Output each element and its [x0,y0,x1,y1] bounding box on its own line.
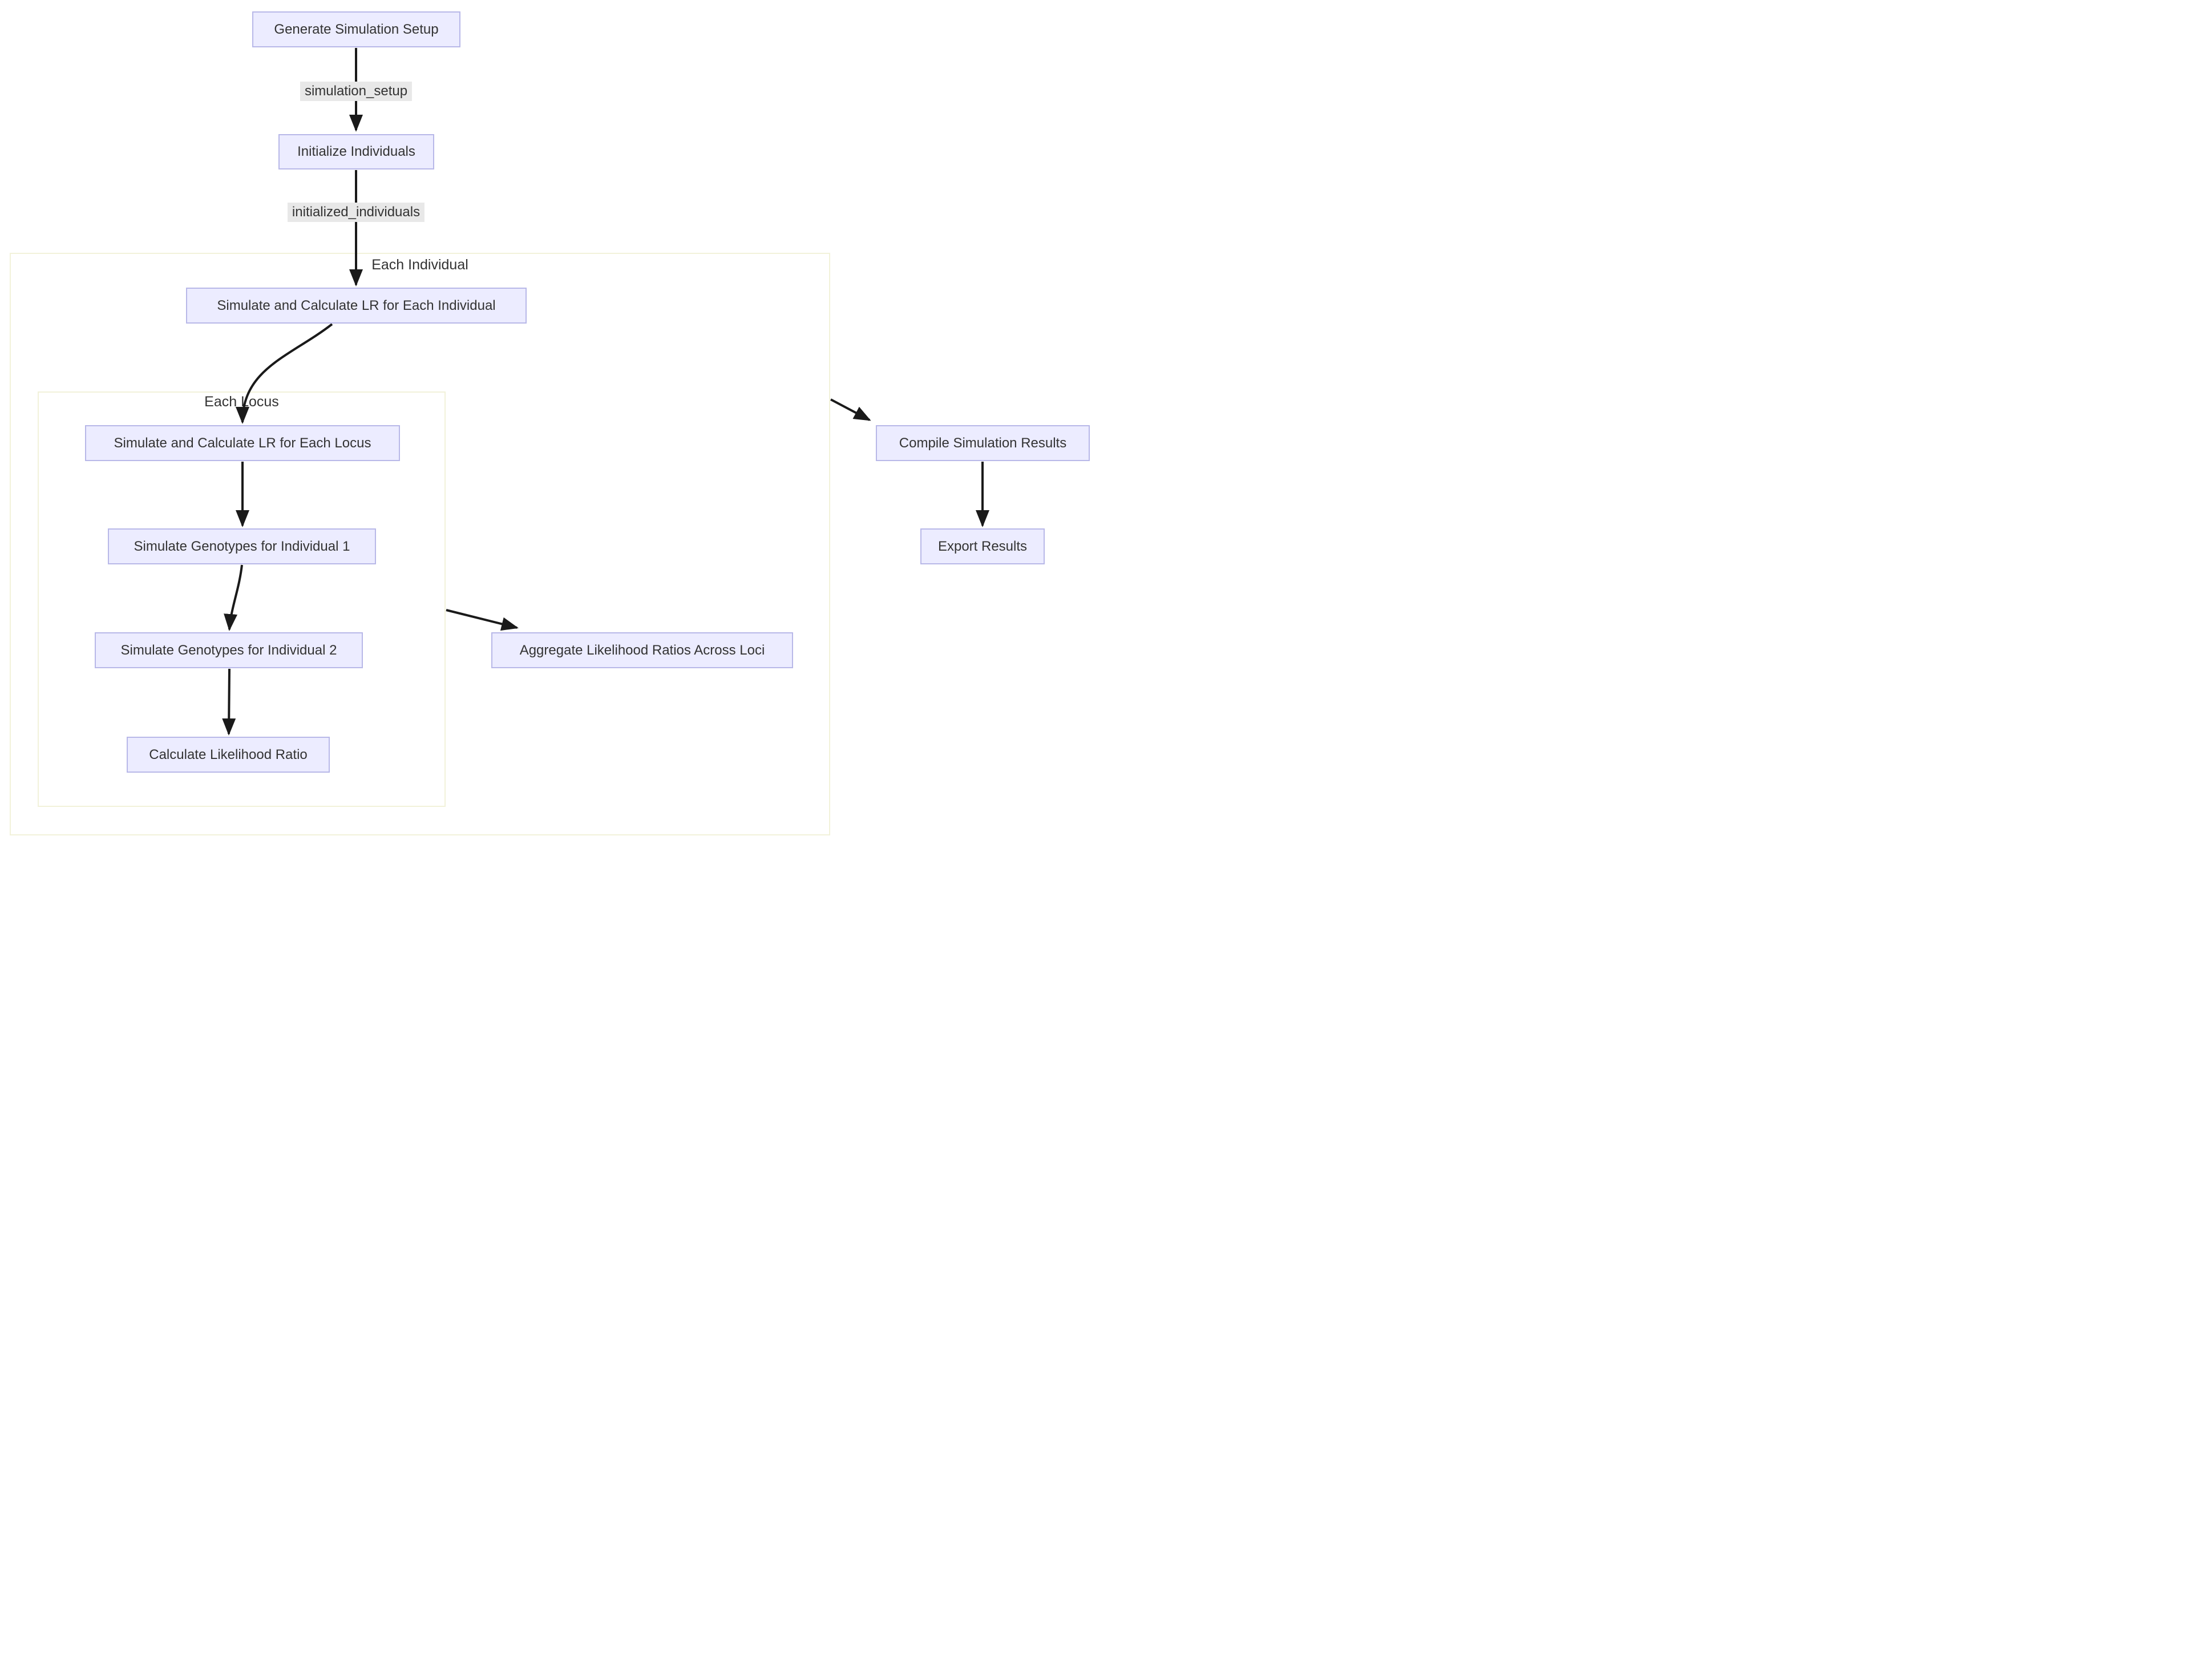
node-simulate-genotypes-individual-2: Simulate Genotypes for Individual 2 [95,632,363,668]
edge-label-initialized-individuals: initialized_individuals [287,203,425,222]
node-aggregate-likelihood-ratios: Aggregate Likelihood Ratios Across Loci [491,632,793,668]
edge-each-individual-to-compile [830,398,871,421]
node-generate-simulation-setup: Generate Simulation Setup [252,11,460,47]
flowchart-canvas: Each Individual Each Locus simulation_se… [0,0,1096,840]
node-initialize-individuals: Initialize Individuals [278,134,434,169]
node-calculate-likelihood-ratio: Calculate Likelihood Ratio [127,737,330,773]
edge-label-simulation-setup: simulation_setup [300,82,413,101]
cluster-title-each-locus: Each Locus [204,394,279,410]
cluster-each-individual [10,253,830,835]
node-simulate-genotypes-individual-1: Simulate Genotypes for Individual 1 [108,528,376,564]
node-sim-calc-lr-each-locus: Simulate and Calculate LR for Each Locus [85,425,400,461]
cluster-title-each-individual: Each Individual [371,257,468,273]
node-export-results: Export Results [920,528,1045,564]
node-sim-calc-lr-each-individual: Simulate and Calculate LR for Each Indiv… [186,288,527,324]
node-compile-simulation-results: Compile Simulation Results [876,425,1090,461]
